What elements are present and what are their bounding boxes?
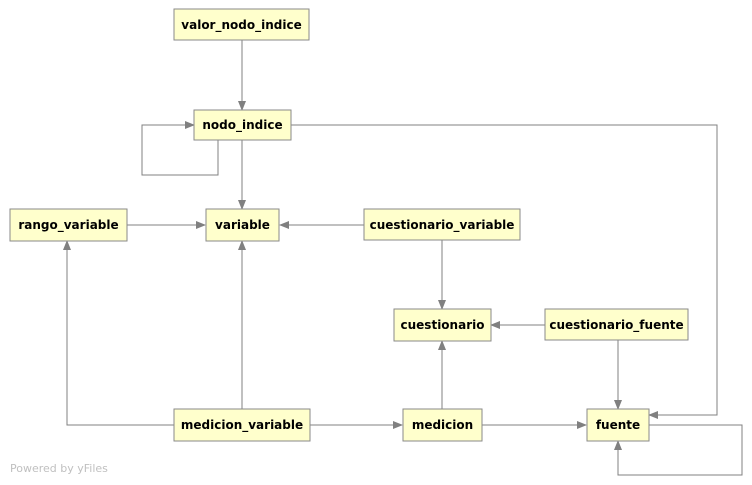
node-label: cuestionario_variable [370,218,515,233]
edges [63,40,743,476]
node-medicion[interactable]: medicion [402,408,483,442]
node-label: medicion [412,418,473,432]
node-label: valor_nodo_indice [181,18,301,33]
node-cuestionario-variable[interactable]: cuestionario_variable [363,208,521,241]
node-fuente[interactable]: fuente [586,408,650,442]
edge-fuente-self-loop [614,424,743,476]
node-label: cuestionario [401,318,485,332]
node-variable[interactable]: variable [205,208,280,242]
node-label: rango_variable [18,218,118,233]
node-valor-nodo-indice[interactable]: valor_nodo_indice [173,8,310,41]
node-label: variable [215,218,270,232]
node-nodo-indice[interactable]: nodo_indice [193,109,292,141]
node-medicion-variable[interactable]: medicion_variable [173,408,311,442]
node-rango-variable[interactable]: rango_variable [9,208,128,242]
node-label: cuestionario_fuente [549,318,683,333]
node-cuestionario-fuente[interactable]: cuestionario_fuente [544,308,689,341]
node-cuestionario[interactable]: cuestionario [393,308,492,342]
edge-nodo-indice-to-fuente [291,124,718,419]
yfiles-watermark: Powered by yFiles [10,462,108,475]
edge-nodo-indice-self-loop [141,121,219,176]
node-label: nodo_indice [202,118,282,133]
edge-medicion-variable-to-rango-variable [63,240,174,426]
node-label: fuente [596,418,640,432]
node-label: medicion_variable [181,418,303,433]
